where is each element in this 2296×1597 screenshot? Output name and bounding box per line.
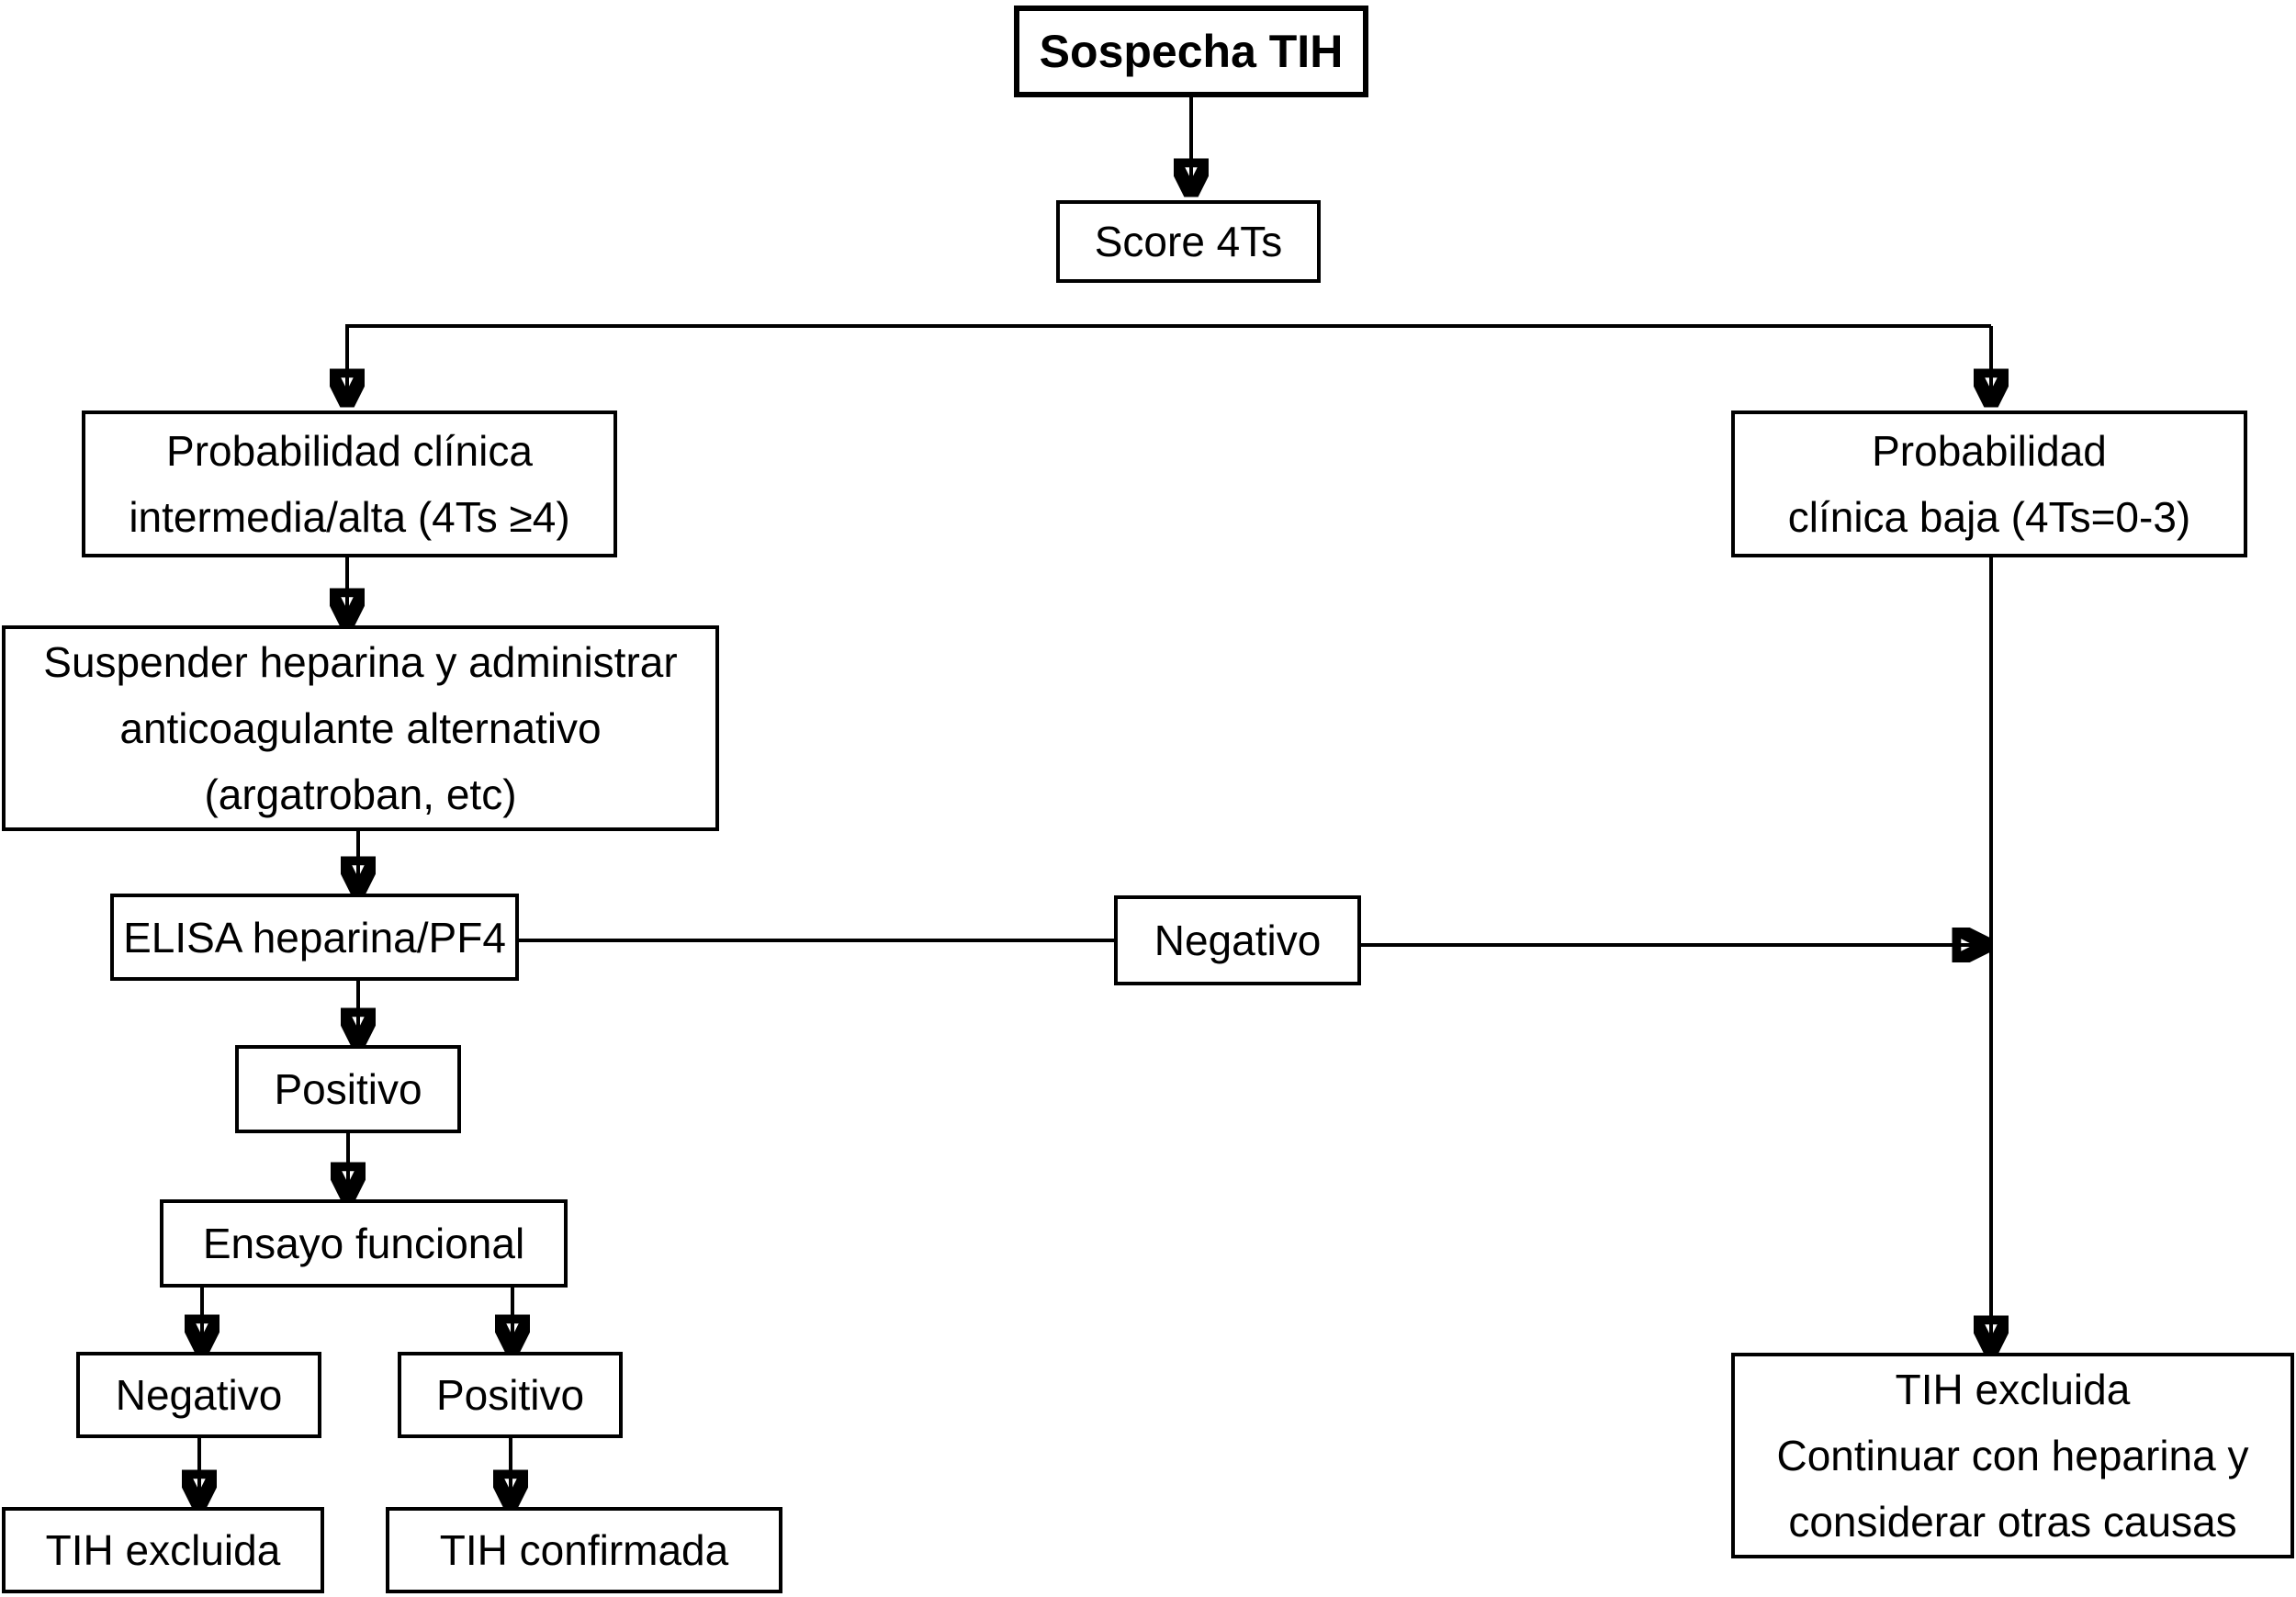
node-suspender-heparina: Suspender heparina y administrar anticoa… (2, 625, 719, 831)
node-positivo-elisa: Positivo (235, 1045, 461, 1133)
node-score-4ts: Score 4Ts (1056, 200, 1321, 283)
node-probabilidad-baja: Probabilidad clínica baja (4Ts=0-3) (1731, 410, 2247, 557)
node-tih-excluida-continuar-heparina: TIH excluida Continuar con heparina y co… (1731, 1353, 2294, 1558)
node-elisa-heparina-pf4: ELISA heparina/PF4 (110, 894, 519, 981)
node-tih-confirmada: TIH confirmada (386, 1507, 782, 1593)
node-tih-excluida: TIH excluida (2, 1507, 324, 1593)
node-sospecha-tih: Sospecha TIH (1014, 6, 1368, 97)
node-probabilidad-intermedia-alta: Probabilidad clínica intermedia/alta (4T… (82, 410, 617, 557)
node-negativo-funcional: Negativo (76, 1352, 321, 1438)
node-ensayo-funcional: Ensayo funcional (160, 1199, 568, 1288)
node-positivo-funcional: Positivo (398, 1352, 623, 1438)
edge-branch-to-prob-intermedia-alta (347, 324, 1991, 400)
node-negativo-elisa: Negativo (1114, 895, 1361, 985)
